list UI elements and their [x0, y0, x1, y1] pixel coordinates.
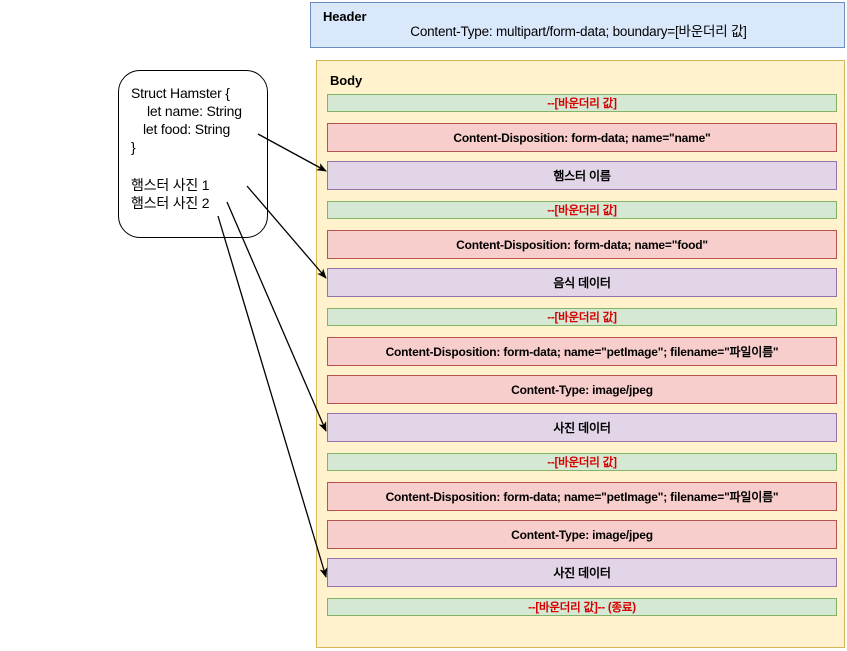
body-row-payload-data: 사진 데이터: [327, 413, 837, 442]
body-row-content-disposition: Content-Type: image/jpeg: [327, 520, 837, 549]
body-row-content-disposition: Content-Disposition: form-data; name="na…: [327, 123, 837, 152]
body-row-content-disposition: Content-Type: image/jpeg: [327, 375, 837, 404]
body-row-content-disposition: Content-Disposition: form-data; name="pe…: [327, 337, 837, 366]
header-section-label: Header: [323, 9, 367, 24]
code-line-let-food: let food: String: [143, 121, 231, 137]
body-row-payload-data: 음식 데이터: [327, 268, 837, 297]
body-row-boundary: --[바운더리 값]-- (종료): [327, 598, 837, 616]
header-section: Header Content-Type: multipart/form-data…: [310, 2, 845, 48]
code-line-struct-close: }: [131, 139, 136, 155]
body-row-payload-data: 사진 데이터: [327, 558, 837, 587]
body-row-content-disposition: Content-Disposition: form-data; name="pe…: [327, 482, 837, 511]
body-row-boundary: --[바운더리 값]: [327, 201, 837, 219]
code-line-struct-open: Struct Hamster {: [131, 85, 230, 101]
arrow-photo2-to-data: [217, 215, 328, 578]
body-section-label: Body: [330, 73, 363, 88]
body-row-boundary: --[바운더리 값]: [327, 308, 837, 326]
body-row-boundary: --[바운더리 값]: [327, 94, 837, 112]
body-row-content-disposition: Content-Disposition: form-data; name="fo…: [327, 230, 837, 259]
header-content-type-value: Content-Type: multipart/form-data; bound…: [410, 24, 747, 39]
code-line-let-name: let name: String: [147, 103, 242, 119]
body-row-payload-data: 햄스터 이름: [327, 161, 837, 190]
body-section: Body --[바운더리 값] Content-Disposition: form…: [316, 60, 845, 648]
source-data-box: Struct Hamster { let name: String let fo…: [118, 70, 268, 238]
body-row-boundary: --[바운더리 값]: [327, 453, 837, 471]
code-line-photo-2: 햄스터 사진 2: [131, 195, 210, 211]
code-line-photo-1: 햄스터 사진 1: [131, 177, 210, 193]
